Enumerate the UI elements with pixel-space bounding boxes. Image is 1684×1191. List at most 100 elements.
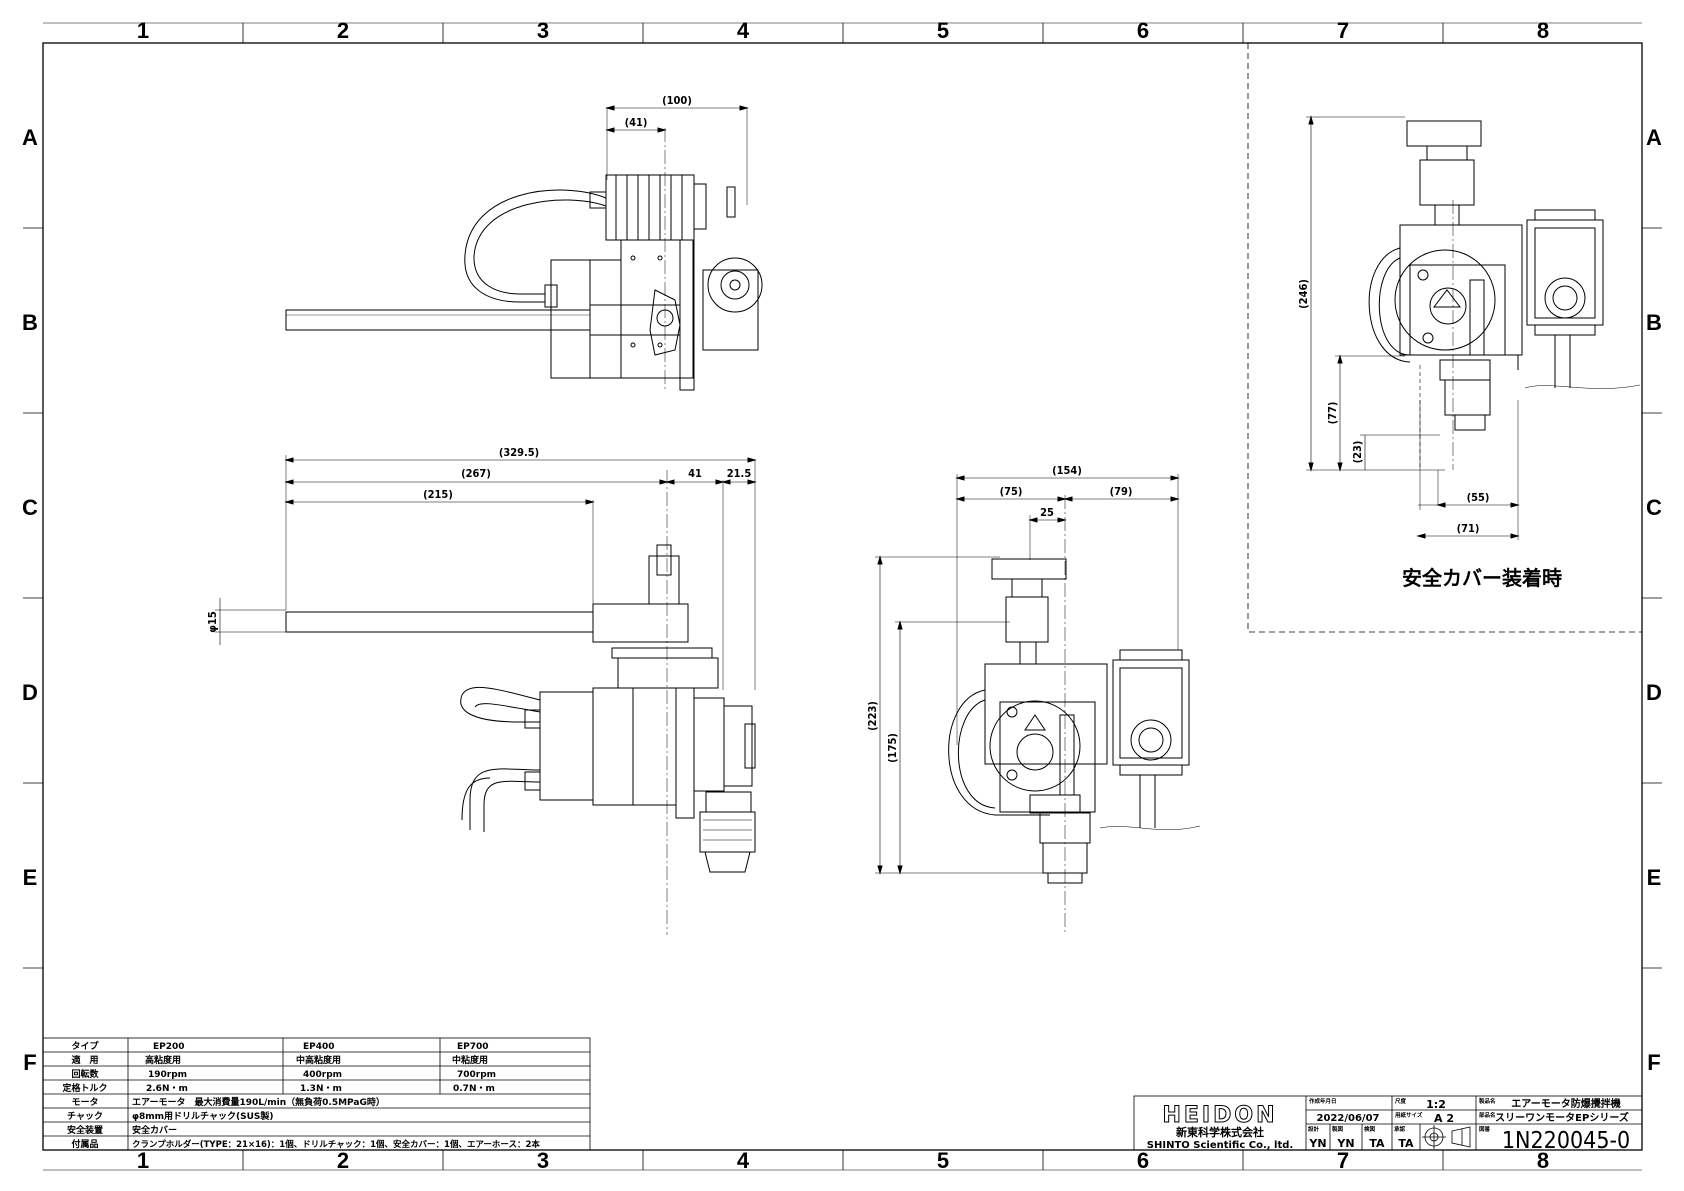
svg-text:製品名: 製品名: [1479, 1097, 1496, 1105]
svg-text:付属品: 付属品: [71, 1138, 98, 1150]
dim-cover-55: (55): [1467, 491, 1490, 504]
svg-text:中粘度用: 中粘度用: [452, 1054, 488, 1066]
svg-text:作成年月日: 作成年月日: [1309, 1097, 1337, 1105]
svg-text:YN: YN: [1336, 1137, 1354, 1150]
svg-text:2022/06/07: 2022/06/07: [1317, 1113, 1380, 1124]
svg-text:クランプホルダー(TYPE：21×16)：1個、ドリルチャッ: クランプホルダー(TYPE：21×16)：1個、ドリルチャック：1個、安全カバー…: [132, 1139, 540, 1150]
svg-text:エアーモータ 最大消費量190L/min（無負荷0.5MPa: エアーモータ 最大消費量190L/min（無負荷0.5MPaG時）: [132, 1096, 385, 1108]
dim-front-phi15: φ15: [206, 611, 219, 633]
zone-row-D: D: [22, 680, 38, 705]
title-block: [1133, 1095, 1643, 1151]
svg-text:190rpm: 190rpm: [148, 1070, 187, 1080]
dim-cover-71: (71): [1457, 522, 1480, 535]
zone-row-B-right: B: [1646, 310, 1662, 335]
svg-text:回転数: 回転数: [71, 1068, 99, 1080]
zone-row-E-right: E: [1647, 865, 1662, 890]
cover-caption: 安全カバー装着時: [1402, 566, 1562, 590]
drawing-frame: [42, 42, 1643, 1151]
svg-text:φ8mm用ドリルチャック(SUS製): φ8mm用ドリルチャック(SUS製): [132, 1110, 273, 1122]
svg-text:スリーワンモータEPシリーズ: スリーワンモータEPシリーズ: [1495, 1111, 1629, 1124]
top-view: [285, 105, 763, 391]
zone-row-F: F: [23, 1050, 36, 1075]
zone-col-8: 8: [1537, 18, 1549, 43]
side-view: [875, 474, 1201, 935]
zone-col-4-bottom: 4: [737, 1148, 750, 1173]
svg-text:図番: 図番: [1479, 1125, 1491, 1133]
dim-side-154: (154): [1052, 464, 1082, 477]
svg-text:A 2: A 2: [1434, 1112, 1454, 1125]
zone-row-C: C: [22, 495, 38, 520]
zone-col-6: 6: [1137, 18, 1149, 43]
zone-row-D-right: D: [1646, 680, 1662, 705]
drawing-number: 1N220045-0: [1502, 1128, 1630, 1154]
dim-front-215: (215): [423, 488, 453, 501]
heidon-logo: HEIDON: [1162, 1103, 1277, 1128]
svg-text:安全カバー: 安全カバー: [132, 1124, 177, 1136]
svg-text:新東科学株式会社: 新東科学株式会社: [1176, 1125, 1264, 1139]
zone-col-5-bottom: 5: [937, 1148, 949, 1173]
svg-text:EP700: EP700: [457, 1042, 489, 1052]
zone-col-4: 4: [737, 18, 750, 43]
svg-text:安全装置: 安全装置: [67, 1124, 103, 1136]
svg-text:尺度: 尺度: [1395, 1097, 1407, 1105]
svg-text:1:2: 1:2: [1426, 1098, 1446, 1111]
dim-cover-246: (246): [1297, 279, 1310, 309]
spec-table-text: タイプ EP200 EP400 EP700 適 用 高粘度用 中高粘度用 中粘度…: [61, 1040, 540, 1150]
svg-text:エアーモータ防爆攪拌機: エアーモータ防爆攪拌機: [1511, 1097, 1620, 1110]
svg-text:700rpm: 700rpm: [457, 1070, 496, 1080]
svg-text:400rpm: 400rpm: [303, 1070, 342, 1080]
zone-row-C-right: C: [1646, 495, 1662, 520]
zone-col-7-bottom: 7: [1337, 1148, 1349, 1173]
zone-row-A-right: A: [1646, 125, 1662, 150]
dim-side-223: (223): [866, 701, 879, 731]
svg-text:承認: 承認: [1394, 1125, 1406, 1133]
zone-col-3-bottom: 3: [537, 1148, 549, 1173]
dim-front-267: (267): [461, 467, 491, 480]
zone-col-5: 5: [937, 18, 949, 43]
svg-text:0.7N・m: 0.7N・m: [453, 1084, 495, 1094]
zone-col-1: 1: [137, 18, 149, 43]
title-block-text: 新東科学株式会社 SHINTO Scientific Co., ltd. 作成年…: [1147, 1097, 1629, 1151]
dim-front-329: (329.5): [499, 446, 539, 459]
cover-view: [1247, 43, 1642, 633]
svg-text:用紙サイズ: 用紙サイズ: [1394, 1111, 1423, 1119]
svg-text:チャック: チャック: [67, 1111, 103, 1122]
dim-top-41: (41): [625, 116, 648, 129]
svg-text:検図: 検図: [1364, 1125, 1376, 1133]
zone-col-1-bottom: 1: [137, 1148, 149, 1173]
zone-col-8-bottom: 8: [1537, 1148, 1549, 1173]
dim-top-100: (100): [662, 94, 692, 107]
svg-text:2.6N・m: 2.6N・m: [146, 1084, 188, 1094]
svg-text:YN: YN: [1308, 1137, 1326, 1150]
dim-front-21: 21.5: [727, 467, 752, 480]
dim-side-79: (79): [1110, 485, 1133, 498]
svg-text:SHINTO Scientific Co., ltd.: SHINTO Scientific Co., ltd.: [1147, 1140, 1293, 1151]
svg-text:EP400: EP400: [303, 1042, 335, 1052]
zone-row-F-right: F: [1647, 1050, 1660, 1075]
svg-text:設計: 設計: [1308, 1125, 1320, 1133]
svg-text:タイプ: タイプ: [71, 1040, 99, 1052]
svg-text:定格トルク: 定格トルク: [61, 1082, 107, 1094]
svg-text:1.3N・m: 1.3N・m: [300, 1084, 342, 1094]
dim-side-175: (175): [886, 733, 899, 763]
svg-text:高粘度用: 高粘度用: [145, 1054, 181, 1066]
zone-row-A: A: [22, 125, 38, 150]
dim-side-25: 25: [1040, 506, 1054, 519]
zone-col-6-bottom: 6: [1137, 1148, 1149, 1173]
svg-text:TA: TA: [1369, 1137, 1385, 1150]
svg-text:モータ: モータ: [71, 1096, 98, 1108]
svg-text:TA: TA: [1398, 1137, 1414, 1150]
zone-col-3: 3: [537, 18, 549, 43]
svg-text:EP200: EP200: [153, 1042, 185, 1052]
svg-text:中高粘度用: 中高粘度用: [296, 1054, 341, 1066]
zone-col-2-bottom: 2: [337, 1148, 349, 1173]
svg-text:製図: 製図: [1332, 1125, 1344, 1133]
front-view: [215, 455, 757, 935]
spec-table: [42, 1037, 591, 1151]
dim-side-75: (75): [1000, 485, 1023, 498]
svg-text:部品名: 部品名: [1479, 1111, 1496, 1119]
dim-cover-23: (23): [1351, 441, 1364, 464]
dim-front-41: 41: [688, 467, 702, 480]
zone-row-B: B: [22, 310, 38, 335]
